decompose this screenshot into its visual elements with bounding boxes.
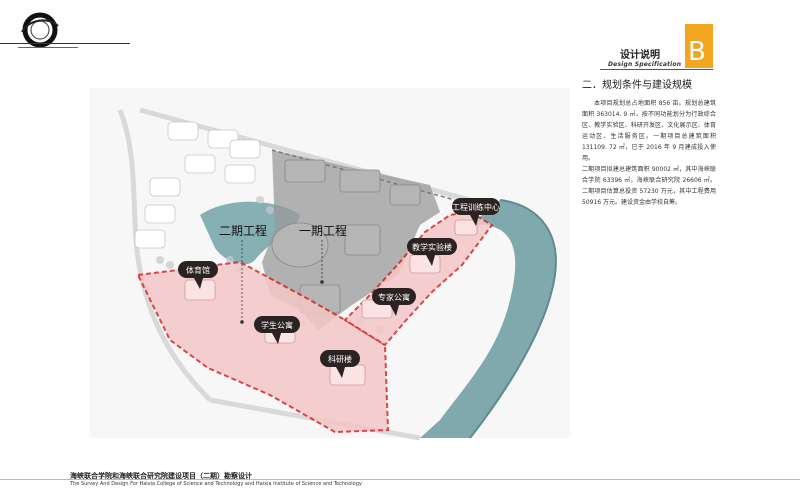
svg-text:体育馆: 体育馆 [186, 265, 210, 275]
section-title: 二．规划条件与建设规模 [582, 80, 692, 91]
phase1-label: 一期工程 [299, 223, 347, 238]
footer-title-en: The Survey And Design For Haixia College… [70, 481, 362, 487]
brush-circle-logo [21, 12, 59, 48]
header-rule [600, 69, 713, 70]
phase1-leader-dot [320, 280, 324, 284]
footer-rule [0, 479, 800, 480]
label-research-building: 科研楼 [320, 350, 360, 378]
phase2-area-west [136, 260, 390, 434]
logo-underline-secondary [18, 47, 78, 48]
design-spec-title: 设计说明 [620, 50, 660, 61]
phase1-buildings [271, 159, 421, 314]
svg-text:工程训练中心: 工程训练中心 [452, 202, 500, 212]
design-spec-subtitle: Design Specification [608, 61, 682, 68]
phase2-leader-dot [240, 320, 244, 324]
svg-text:教学实验楼: 教学实验楼 [412, 242, 452, 252]
section-badge-letter: B [688, 37, 706, 67]
label-teaching-lab-building: 教学实验楼 [407, 238, 457, 266]
svg-text:专家公寓: 专家公寓 [378, 292, 410, 302]
description-text: 本项目规划总占地面积 856 亩。规划总建筑面积 363014. 9 ㎡，按不同… [582, 98, 716, 208]
description-paragraph-2: 二期项目拟建总建筑面积 90002 ㎡，其中海峡联合学院 63396 ㎡，海峡联… [582, 166, 716, 206]
description-paragraph-1: 本项目规划总占地面积 856 亩。规划总建筑面积 363014. 9 ㎡，按不同… [582, 100, 716, 162]
label-student-apartment: 学生公寓 [254, 316, 300, 344]
label-engineering-training-center: 工程训练中心 [452, 198, 500, 226]
river [420, 200, 556, 438]
label-gymnasium: 体育馆 [178, 261, 218, 289]
section-badge [685, 24, 713, 68]
svg-text:学生公寓: 学生公寓 [261, 320, 293, 330]
logo-underline [0, 43, 130, 44]
river-bank [469, 199, 557, 439]
svg-text:科研楼: 科研楼 [328, 354, 352, 364]
label-expert-apartment: 专家公寓 [372, 288, 416, 316]
phase2-label: 二期工程 [219, 223, 267, 238]
footer-title-cn: 海峡联合学院和海峡联合研究院建设项目（二期）勘察设计 [70, 472, 252, 480]
existing-buildings [134, 121, 261, 249]
